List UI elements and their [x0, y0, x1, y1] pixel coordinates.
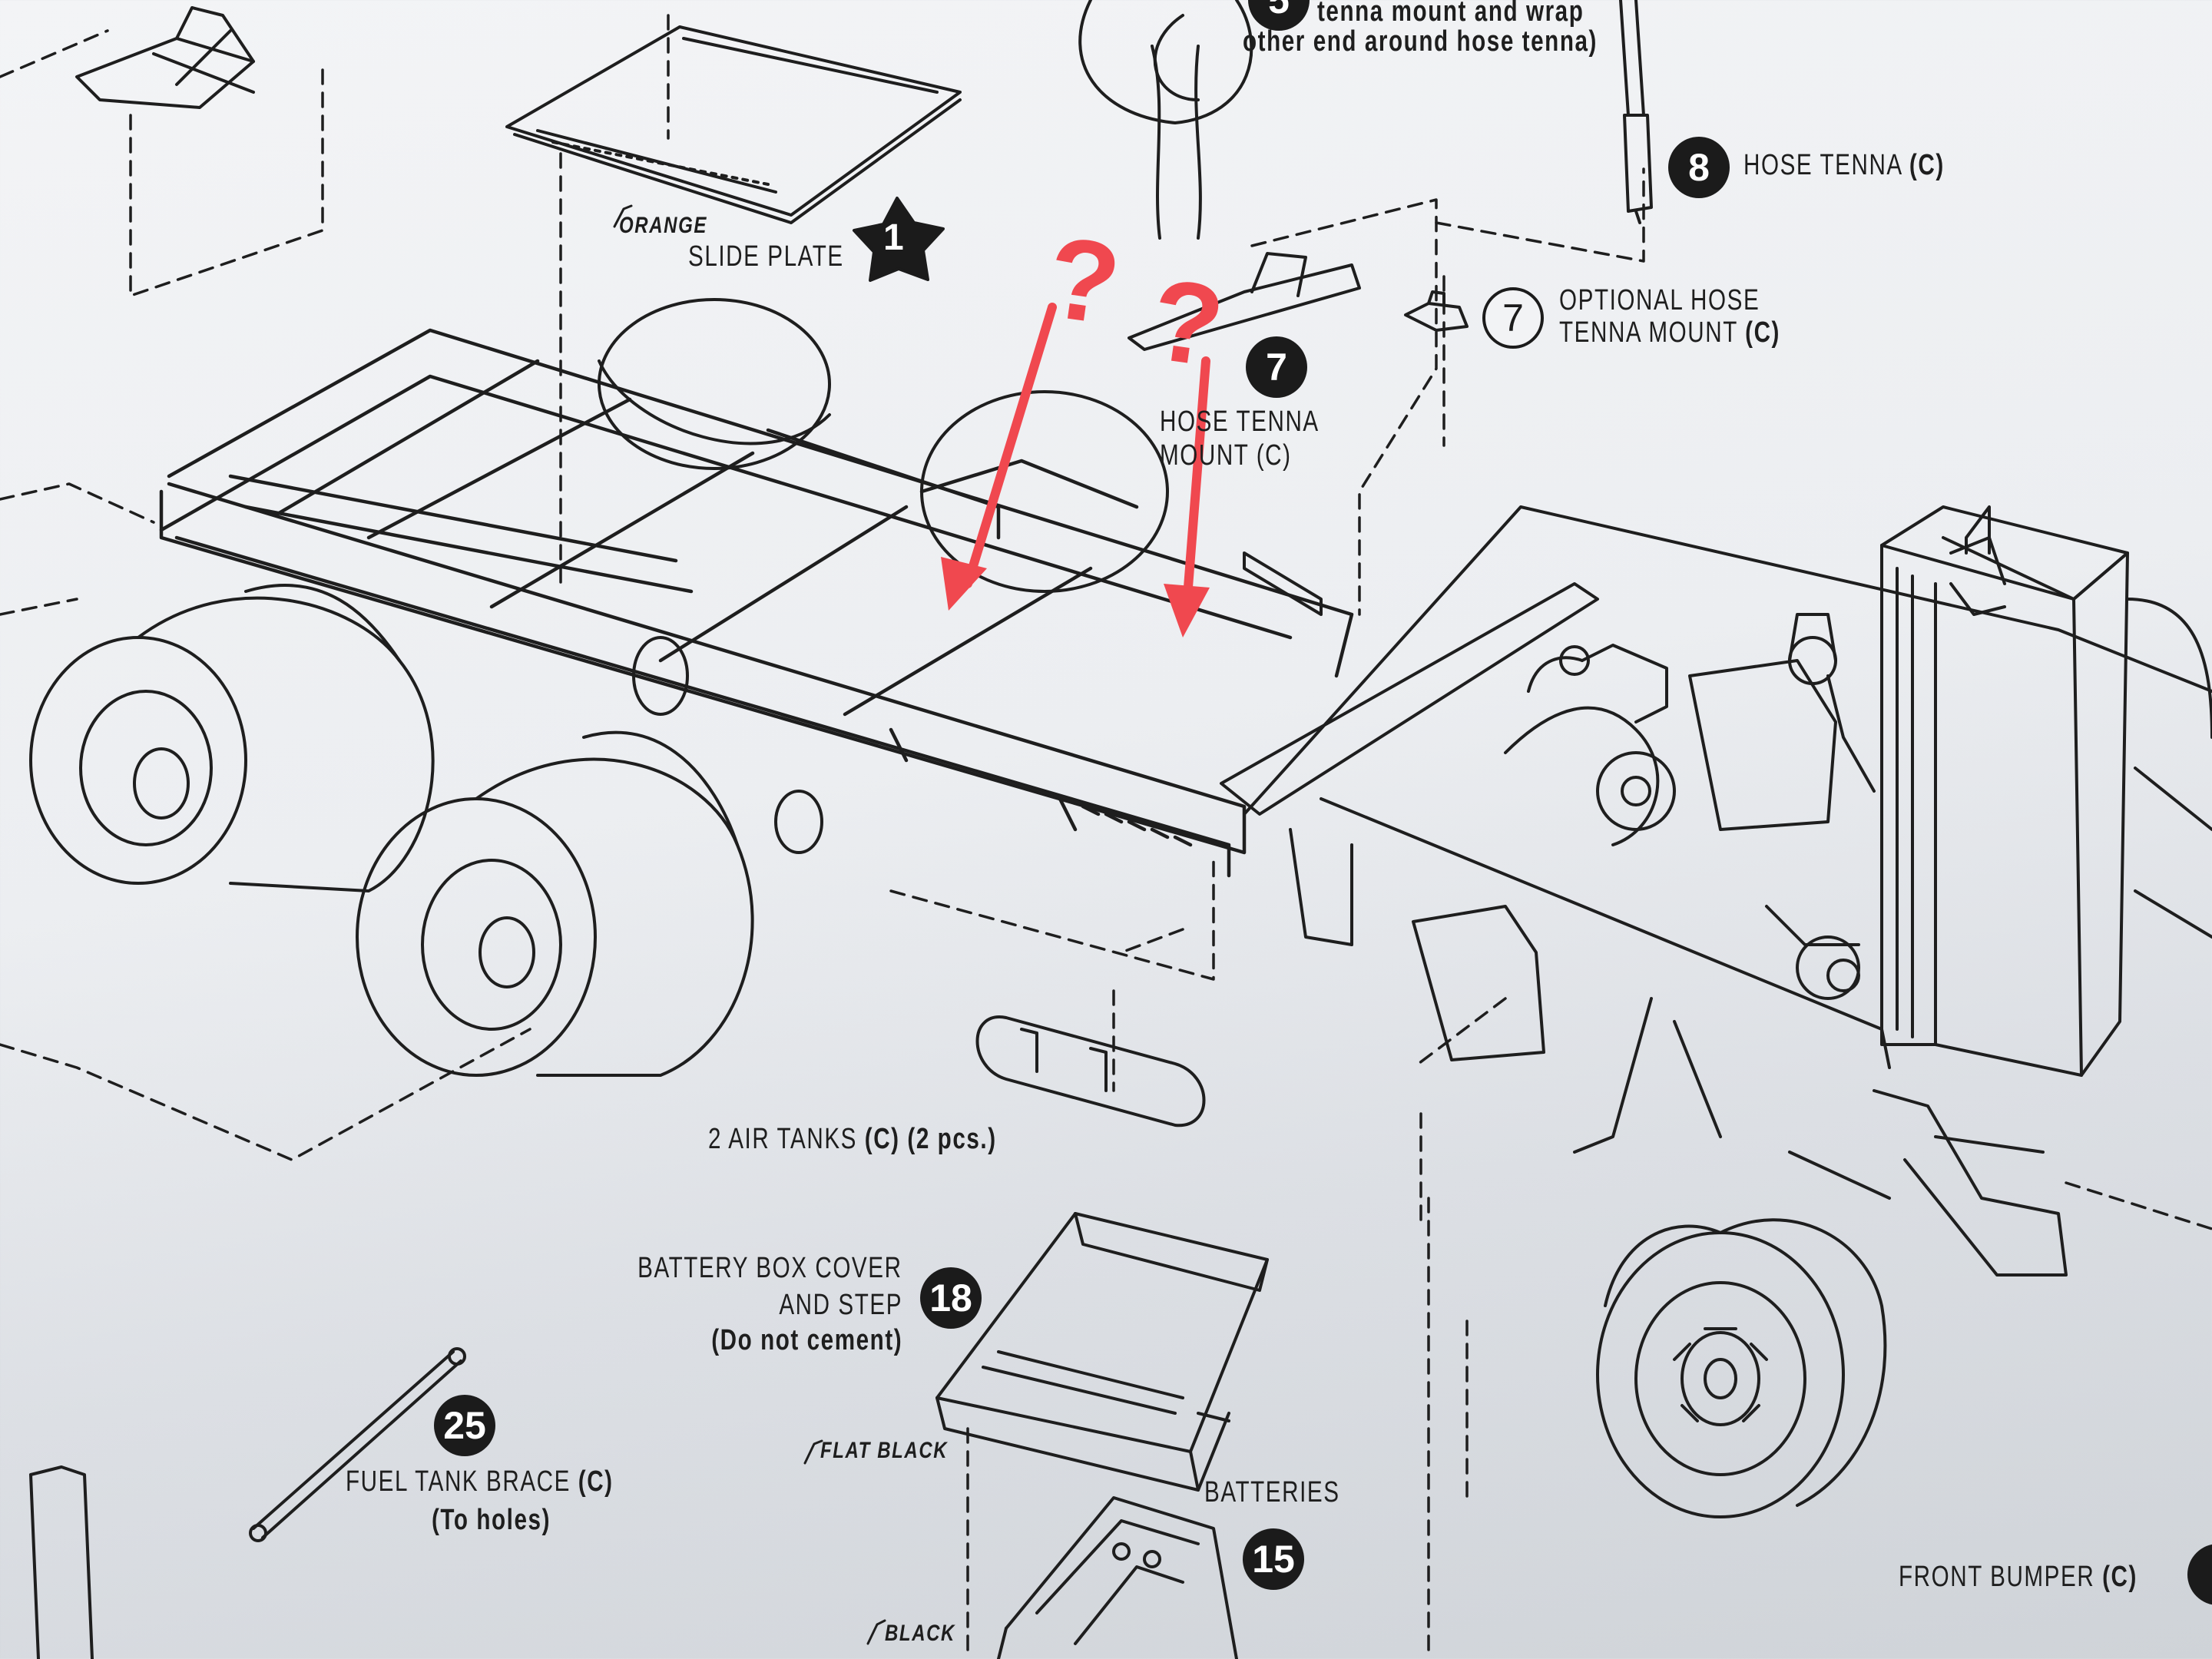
red-arrows — [963, 303, 1210, 611]
batteries-label: BATTERIES — [1204, 1476, 1340, 1508]
slide-plate-paint: ORANGE — [619, 213, 707, 238]
arrow-head-2 — [1164, 584, 1210, 637]
hose-tenna-mount-part — [1128, 252, 1361, 351]
battery-box-cover-part — [935, 1212, 1269, 1492]
front-bumper-label: FRONT BUMPER (C) — [1899, 1561, 2137, 1593]
optional-mount-line1: OPTIONAL HOSE — [1559, 284, 1760, 316]
star-badge-shape — [853, 197, 945, 282]
battery-box-line1: BATTERY BOX COVER — [637, 1252, 902, 1284]
fuel-tank-brace-note: (To holes) — [432, 1504, 551, 1536]
air-tanks-label: 2 AIR TANKS (C) (2 pcs.) — [708, 1123, 997, 1155]
hose-tenna-part — [1619, 0, 1653, 224]
hose-tenna-note-line1: tenna mount and wrap — [1317, 0, 1584, 28]
engine-assembly — [1220, 505, 2212, 1069]
battery-box-line2: AND STEP — [779, 1289, 902, 1321]
flat-black-paint: FLAT BLACK — [820, 1438, 949, 1463]
slide-plate-label: SLIDE PLATE — [688, 240, 844, 273]
battery-box-note: (Do not cement) — [711, 1324, 902, 1356]
optional-mount-line2: TENNA MOUNT (C) — [1559, 316, 1780, 349]
slide-plate-badge: 1 — [883, 217, 904, 258]
optional-mount-part — [1404, 290, 1469, 332]
fuel-tank-brace-part — [249, 1347, 466, 1542]
hose-coil-part — [1078, 0, 1253, 240]
hose-tenna-mount-line2: MOUNT (C) — [1160, 439, 1292, 472]
air-tanks-part — [975, 1015, 1206, 1128]
leader-lines — [0, 14, 2212, 1659]
batteries-part — [997, 1496, 1238, 1659]
arrow-head-1 — [941, 557, 987, 611]
optional-mount-badge: 7 — [1482, 287, 1544, 349]
hose-tenna-mount-line1: HOSE TENNA — [1160, 406, 1320, 438]
truck-chassis — [159, 328, 1354, 878]
black-paint: BLACK — [885, 1621, 955, 1646]
fuel-tank-brace-badge: 25 — [434, 1395, 495, 1456]
front-wheel — [1573, 997, 2068, 1518]
bracket-part — [29, 1465, 94, 1659]
jack-stand-part — [75, 6, 255, 109]
hose-tenna-note-line2: other end around hose tenna) — [1243, 25, 1598, 58]
radiator-part — [1880, 505, 2212, 1077]
rear-wheels — [29, 584, 823, 1077]
slide-plate-part — [505, 25, 962, 224]
batteries-badge: 15 — [1243, 1528, 1304, 1590]
hose-tenna-mount-badge: 7 — [1246, 336, 1307, 398]
hose-tenna-badge: 8 — [1668, 137, 1730, 198]
fuel-tank-brace-label: FUEL TANK BRACE (C) — [346, 1465, 614, 1498]
battery-box-badge: 18 — [920, 1267, 982, 1329]
hose-tenna-label: HOSE TENNA (C) — [1743, 149, 1945, 181]
rear-wheel-back — [598, 298, 1169, 593]
